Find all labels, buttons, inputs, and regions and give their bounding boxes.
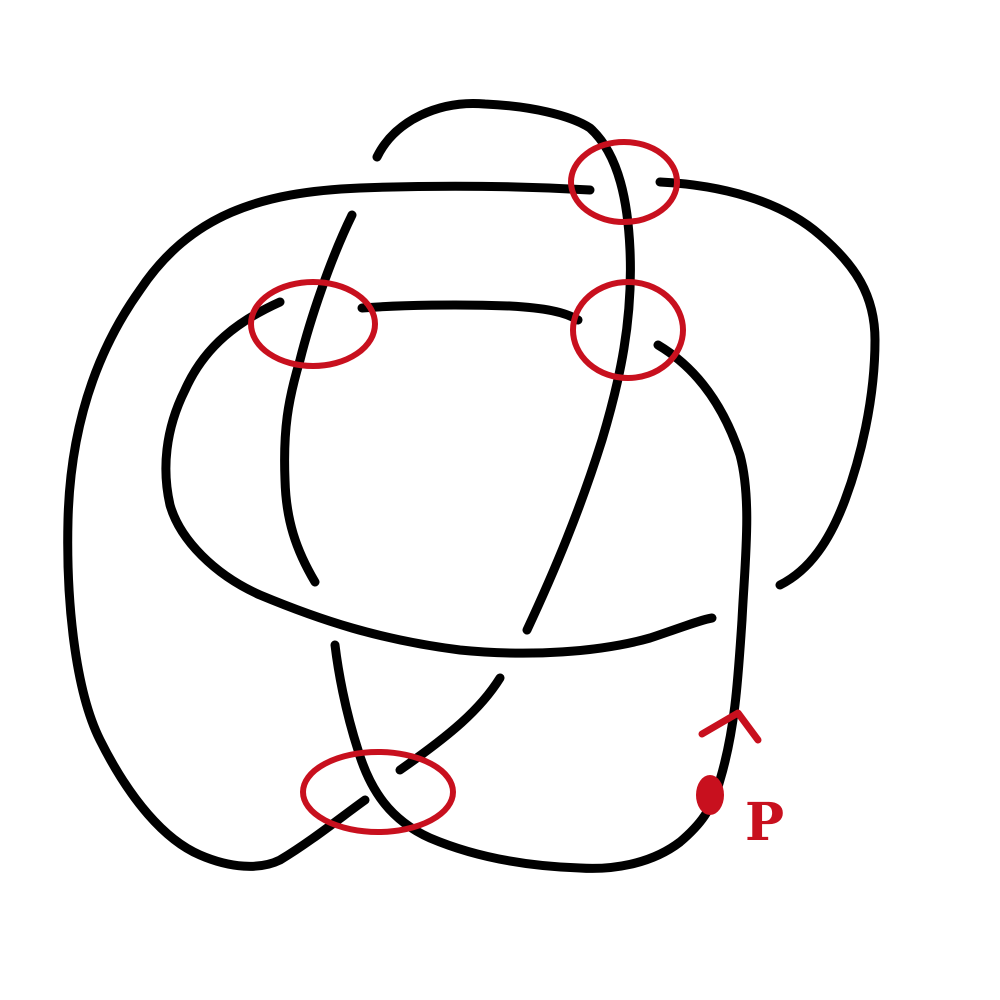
- knot-strand-inner-top: [357, 300, 583, 325]
- knot-strand-inner-loop: [161, 297, 717, 658]
- point-p-label: P: [745, 792, 784, 853]
- crossing-marker-upper-left: [248, 279, 378, 369]
- crossing-marker-top-right: [568, 139, 680, 225]
- knot-strand-outer-right: [655, 177, 880, 590]
- knot-strand-right-descent: [330, 340, 752, 873]
- knot-strand-outer-loop: [63, 181, 595, 871]
- orientation-group: P: [696, 709, 784, 853]
- knot-strand-top-arc: [372, 98, 635, 635]
- crossing-marker-upper-right: [570, 279, 686, 381]
- crossing-markers: [248, 139, 686, 835]
- point-p-dot: [696, 775, 724, 815]
- crossing-marker-bottom: [300, 749, 456, 835]
- orientation-arrow-icon: [698, 709, 762, 744]
